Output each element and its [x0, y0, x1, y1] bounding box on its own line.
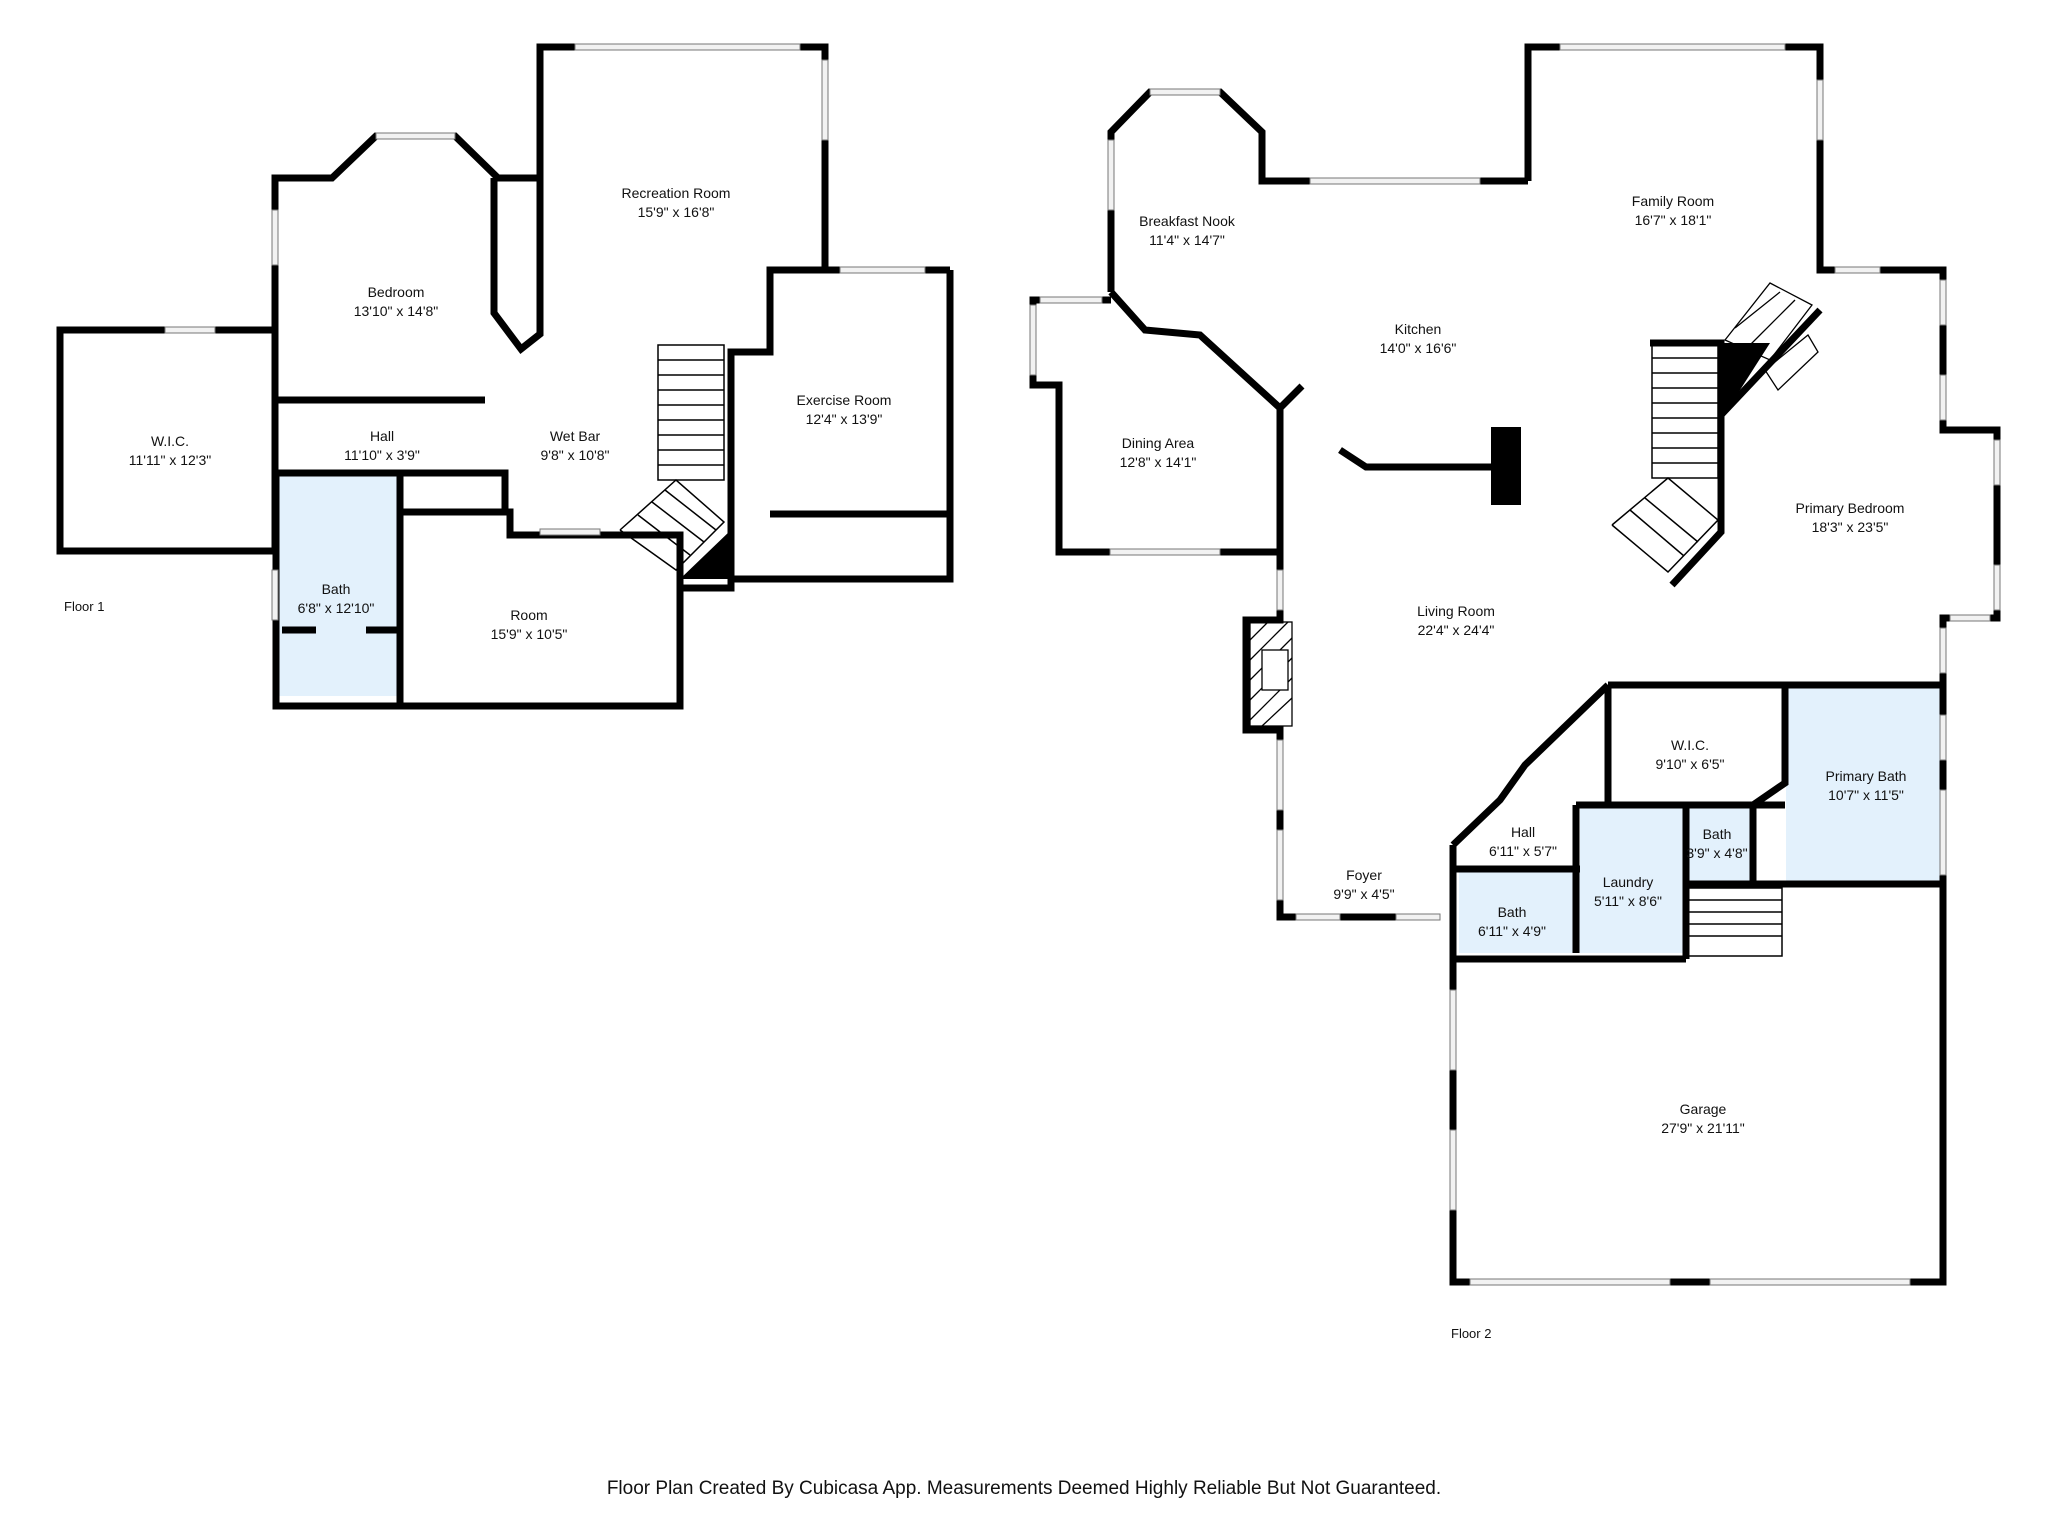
- room-name-exercise: Exercise Room: [797, 392, 892, 408]
- room-dim-dining: 12'8" x 14'1": [1120, 454, 1197, 470]
- room-dim-primary-bath: 10'7" x 11'5": [1828, 787, 1904, 803]
- room-name-primary-bath: Primary Bath: [1826, 768, 1907, 784]
- room-name-breakfast-nook: Breakfast Nook: [1139, 213, 1236, 229]
- stair-landing-2: [1721, 343, 1770, 415]
- room-name-wic-1: W.I.C.: [151, 433, 189, 449]
- floor-2-stairs: [1611, 342, 1783, 957]
- room-dim-wet-bar: 9'8" x 10'8": [541, 447, 610, 463]
- floor-2: [1029, 43, 2001, 1286]
- floor-2-windows: [1029, 43, 2001, 1286]
- room-name-hall-1: Hall: [370, 428, 394, 444]
- room-dim-hall-2: 6'11" x 5'7": [1489, 843, 1557, 859]
- room-name-kitchen: Kitchen: [1395, 321, 1442, 337]
- floor-1-stairs: [619, 344, 726, 571]
- room-dim-exercise: 12'4" x 13'9": [806, 411, 883, 427]
- room-name-recreation: Recreation Room: [622, 185, 731, 201]
- room-name-family: Family Room: [1632, 193, 1714, 209]
- room-dim-room: 15'9" x 10'5": [491, 626, 568, 642]
- room-dim-wic-1: 11'11" x 12'3": [129, 452, 212, 468]
- disclaimer-footer: Floor Plan Created By Cubicasa App. Meas…: [606, 1478, 1442, 1499]
- room-dim-wic-2: 9'10" x 6'5": [1656, 756, 1725, 772]
- room-name-hall-2: Hall: [1511, 824, 1535, 840]
- stair-landing: [680, 530, 731, 579]
- room-name-bedroom: Bedroom: [368, 284, 425, 300]
- room-dim-bath-2: 3'9" x 4'8": [1686, 845, 1747, 861]
- room-dim-living: 22'4" x 24'4": [1418, 622, 1495, 638]
- room-dim-hall-1: 11'10" x 3'9": [344, 447, 420, 463]
- room-dim-family: 16'7" x 18'1": [1635, 212, 1712, 228]
- room-dim-bedroom: 13'10" x 14'8": [354, 303, 439, 319]
- room-name-living: Living Room: [1417, 603, 1495, 619]
- room-name-bath-2: Bath: [1703, 826, 1732, 842]
- room-dim-bath-3: 6'11" x 4'9": [1478, 923, 1546, 939]
- room-dim-primary-bedroom: 18'3" x 23'5": [1812, 519, 1889, 535]
- room-labels: W.I.C. 11'11" x 12'3" Bedroom 13'10" x 1…: [129, 185, 1907, 1136]
- floor-1-walls: [56, 43, 954, 710]
- room-dim-breakfast-nook: 11'4" x 14'7": [1149, 232, 1225, 248]
- room-dim-laundry: 5'11" x 8'6": [1594, 893, 1662, 909]
- room-dim-recreation: 15'9" x 16'8": [638, 204, 715, 220]
- bath-1-fill: [276, 473, 398, 696]
- room-name-wet-bar: Wet Bar: [550, 428, 601, 444]
- room-name-foyer: Foyer: [1346, 867, 1382, 883]
- room-name-bath-3: Bath: [1498, 904, 1527, 920]
- room-dim-bath-1: 6'8" x 12'10": [298, 600, 375, 616]
- floor-2-wet-rooms: [1459, 685, 1943, 953]
- fireplace-symbols: [1249, 282, 1819, 727]
- room-name-wic-2: W.I.C.: [1671, 737, 1709, 753]
- room-name-room: Room: [510, 607, 547, 623]
- floor-1: [56, 43, 954, 710]
- room-name-dining: Dining Area: [1122, 435, 1195, 451]
- room-dim-garage: 27'9" x 21'11": [1661, 1120, 1745, 1136]
- room-dim-foyer: 9'9" x 4'5": [1333, 886, 1394, 902]
- room-dim-kitchen: 14'0" x 16'6": [1380, 340, 1457, 356]
- floor-1-label: Floor 1: [64, 599, 104, 614]
- room-name-primary-bedroom: Primary Bedroom: [1796, 500, 1905, 516]
- room-name-garage: Garage: [1680, 1101, 1727, 1117]
- room-name-bath-1: Bath: [322, 581, 351, 597]
- floor-1-windows: [164, 43, 926, 621]
- room-name-laundry: Laundry: [1603, 874, 1654, 890]
- floor-2-label: Floor 2: [1451, 1326, 1491, 1341]
